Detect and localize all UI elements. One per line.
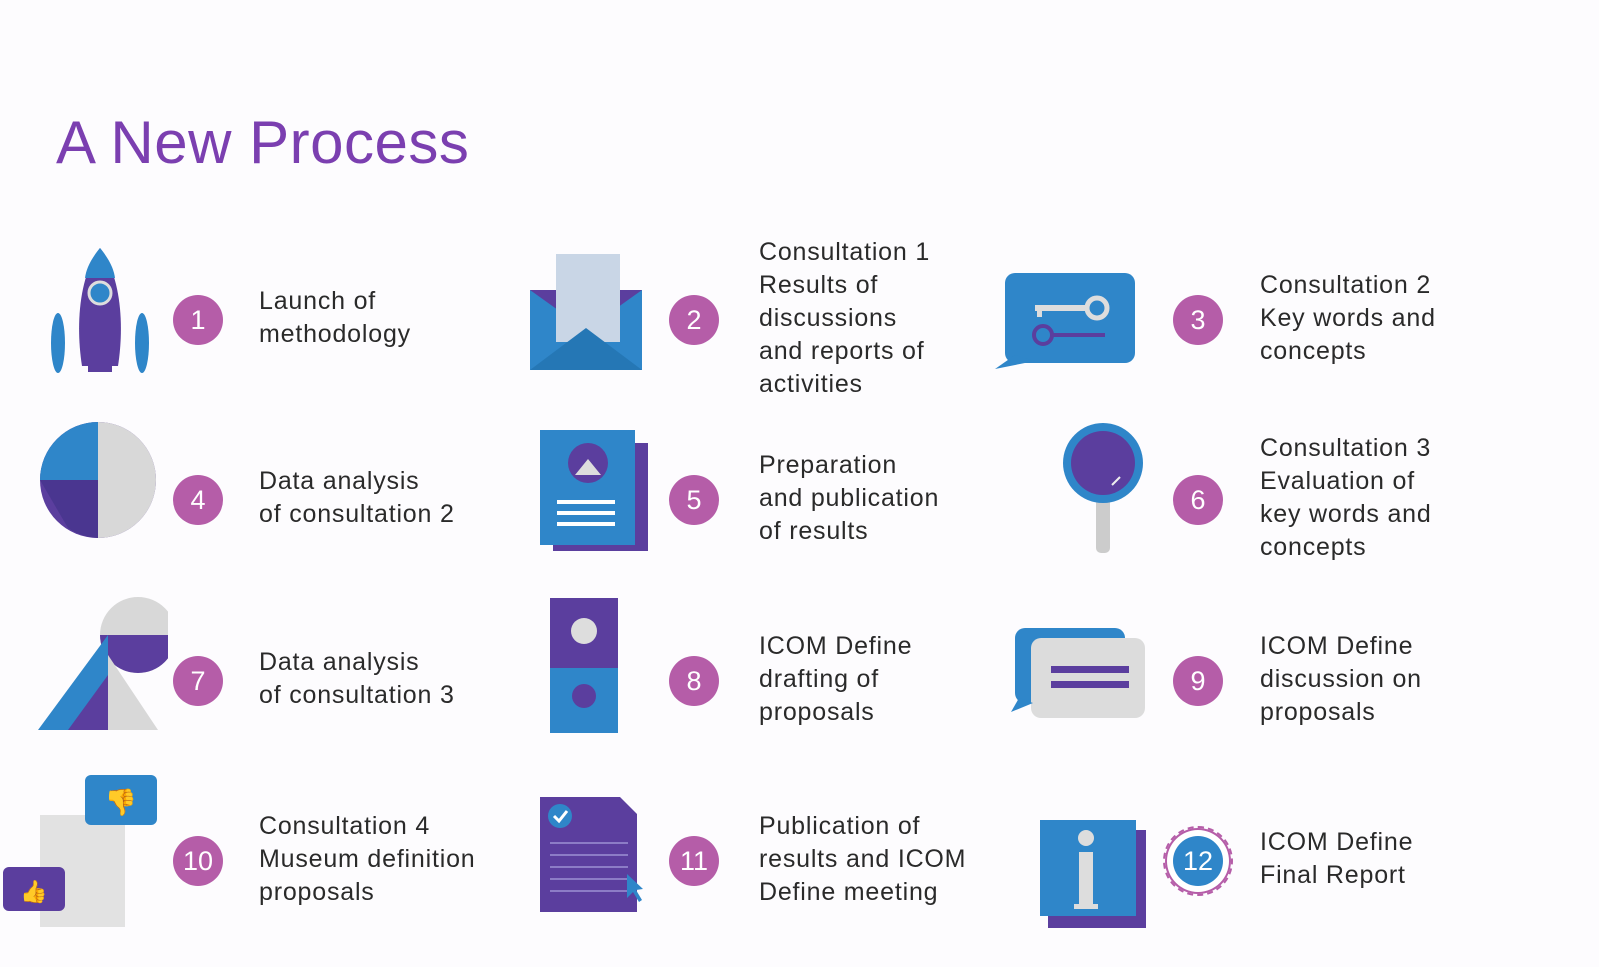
step-label-line: Consultation 3 <box>1260 434 1432 462</box>
magnifier-icon <box>1020 415 1160 555</box>
shapes-icon <box>28 595 176 735</box>
step-number-badge: 6 <box>1173 475 1223 525</box>
step-label-line: and publication <box>759 483 940 512</box>
step-label: Consultation 3 Evaluation of key words and… <box>1260 432 1432 564</box>
step-label-line: discussion on <box>1260 664 1422 693</box>
step-label-line: Data analysis <box>259 648 420 676</box>
svg-text:👎: 👎 <box>105 787 137 817</box>
step-label: Launch of methodology <box>259 285 411 351</box>
step-label: Preparation and publication of results <box>759 449 939 548</box>
step-number-badge: 12 <box>1163 826 1233 896</box>
step-label-line: proposals <box>1260 697 1376 726</box>
step-label-line: Results of <box>759 270 879 299</box>
step-number-badge: 5 <box>669 475 719 525</box>
step-number-badge: 8 <box>669 656 719 706</box>
step-label: Data analysis of consultation 3 <box>259 646 455 712</box>
step-label-line: Evaluation of <box>1260 467 1415 495</box>
step-label-line: Data analysis <box>259 467 420 495</box>
step-label-line: discussions <box>759 303 898 332</box>
step-label-line: Define meeting <box>759 877 939 906</box>
chat-bubbles-icon <box>1005 608 1145 748</box>
step-label-line: key words and <box>1260 500 1432 528</box>
step-label-line: Preparation <box>759 450 898 479</box>
step-number-badge: 3 <box>1173 295 1223 345</box>
step-label-line: ICOM Define <box>759 631 913 660</box>
slide-title: A New Process <box>56 109 470 176</box>
step-label-line: Consultation 4 <box>259 811 431 840</box>
step-number-badge: 1 <box>173 295 223 345</box>
step-label-line: methodology <box>259 320 411 348</box>
step-number-badge: 10 <box>173 836 223 886</box>
step-label-line: Consultation 1 <box>759 237 931 266</box>
step-label-line: drafting of <box>759 664 879 693</box>
step-label-line: Launch of <box>259 287 377 315</box>
step-label: Consultation 4 Museum definition proposals <box>259 810 475 909</box>
step-label: Publication of results and ICOM Define mee… <box>759 810 966 909</box>
step-label: Consultation 2 Key words and concepts <box>1260 269 1436 368</box>
rocket-icon <box>30 238 170 378</box>
step-label-line: of consultation 2 <box>259 500 455 528</box>
key-speech-bubble-icon <box>995 245 1135 385</box>
step-number-badge: 7 <box>173 656 223 706</box>
info-icon <box>1028 810 1168 950</box>
step-label-line: Final Report <box>1260 861 1406 889</box>
report-document-icon <box>525 415 665 555</box>
step-number-badge: 2 <box>669 295 719 345</box>
step-label-line: of consultation 3 <box>259 681 455 709</box>
step-label: Consultation 1 Results of discussions and r… <box>759 236 930 401</box>
step-label-line: Consultation 2 <box>1260 270 1432 299</box>
step-label-line: proposals <box>759 697 875 726</box>
step-label-line: results and ICOM <box>759 844 967 873</box>
checklist-document-icon <box>525 792 665 932</box>
step-label-line: of results <box>759 516 869 545</box>
step-label-line: and reports of <box>759 336 925 365</box>
step-label-line: Key words and <box>1260 303 1436 332</box>
book-cover-icon <box>520 598 660 738</box>
svg-text:👍: 👍 <box>20 879 47 904</box>
step-label-line: concepts <box>1260 336 1367 365</box>
step-label: Data analysis of consultation 2 <box>259 465 455 531</box>
step-label-line: concepts <box>1260 533 1367 561</box>
step-label: ICOM Define drafting of proposals <box>759 630 912 729</box>
step-label-line: ICOM Define <box>1260 828 1414 856</box>
pie-chart-icon <box>28 410 168 550</box>
step-number-badge: 11 <box>669 836 719 886</box>
step-label-line: Publication of <box>759 811 921 840</box>
step-label-line: proposals <box>259 877 375 906</box>
step-label-line: Museum definition <box>259 844 476 873</box>
thumbs-feedback-icon: 👎👍 <box>0 775 157 927</box>
step-label-line: ICOM Define <box>1260 631 1414 660</box>
step-label: ICOM Define discussion on proposals <box>1260 630 1422 729</box>
step-number-badge: 9 <box>1173 656 1223 706</box>
envelope-letter-icon <box>520 240 660 380</box>
step-label-line: activities <box>759 369 863 398</box>
step-number-badge: 4 <box>173 475 223 525</box>
